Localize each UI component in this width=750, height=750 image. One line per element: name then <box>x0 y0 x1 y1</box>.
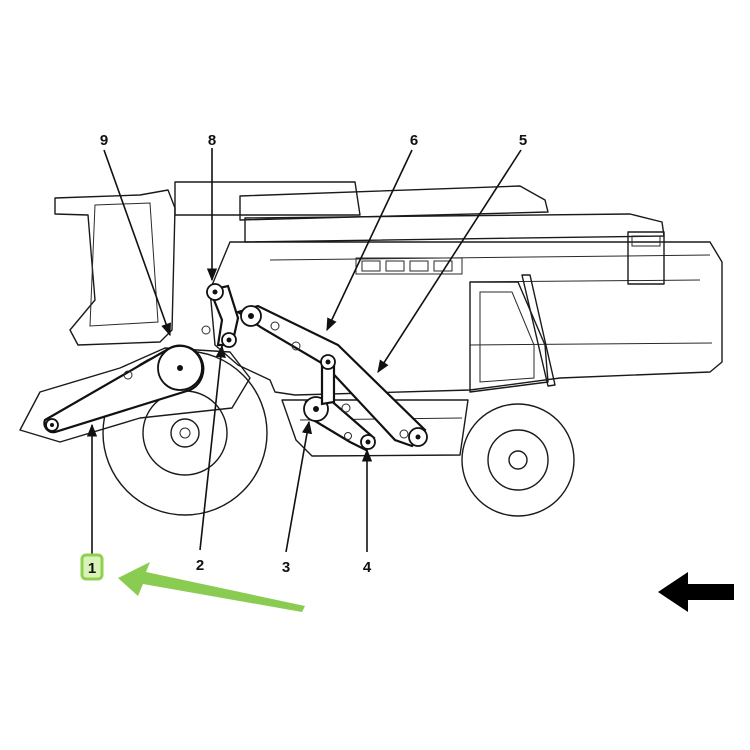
callout-9-label: 9 <box>100 132 108 149</box>
callout-2-label: 2 <box>196 557 204 574</box>
callout-1-highlight <box>80 553 104 581</box>
belt-3 <box>320 354 351 413</box>
belt-2 <box>201 283 240 348</box>
arrow-left-icon <box>658 572 734 612</box>
callout-3-label: 3 <box>282 559 290 576</box>
leader-lines <box>86 148 522 555</box>
callout-4-label: 4 <box>363 559 372 576</box>
feeder-house <box>19 347 251 443</box>
rear-wheel <box>461 403 575 517</box>
callout-1: 1 <box>80 553 104 581</box>
callout-8-label: 8 <box>208 132 216 149</box>
callout-6-label: 6 <box>410 132 418 149</box>
belt-1 <box>43 344 205 434</box>
callout-5-label: 5 <box>519 132 527 149</box>
highlight-arrow-icon <box>118 562 305 612</box>
belt-main <box>235 304 428 448</box>
callout-1-label: 1 <box>88 560 96 577</box>
side-logo <box>355 257 463 275</box>
